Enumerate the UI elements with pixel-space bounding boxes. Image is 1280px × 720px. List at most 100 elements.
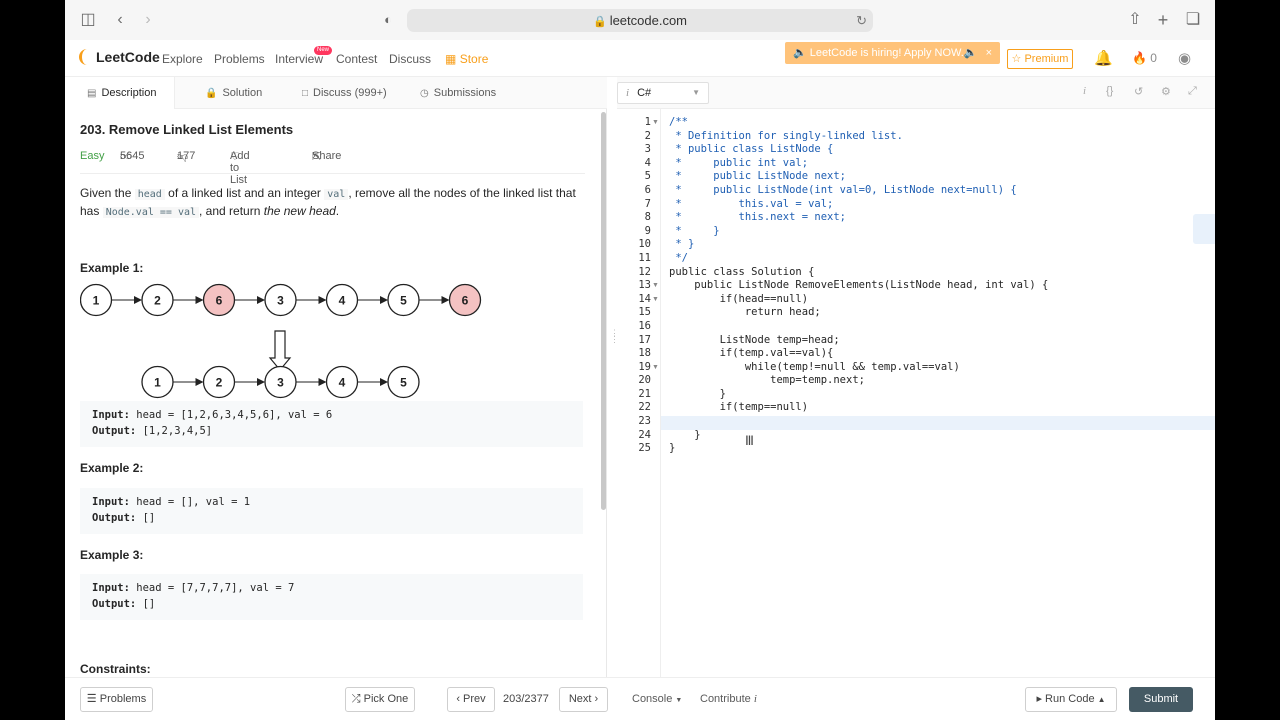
tab-label: Solution (222, 87, 263, 99)
nav-store[interactable]: ▦ Store (445, 52, 488, 66)
difficulty-badge: Easy (80, 150, 105, 162)
line-number: 16 (638, 319, 651, 332)
code-line: * this.val = val; (669, 197, 834, 210)
fold-icon[interactable]: ▼ (652, 363, 659, 371)
leetcode-logo[interactable]: LeetCode (79, 49, 160, 65)
format-braces-icon[interactable]: {} (1106, 85, 1114, 97)
nav-problems[interactable]: Problems (214, 52, 265, 66)
avatar-icon[interactable]: ◉ (1178, 50, 1192, 67)
chevron-down-icon: ▼ (675, 697, 683, 704)
fire-counter[interactable]: 🔥 0 (1132, 51, 1157, 65)
chevron-left-icon: ‹ (456, 693, 460, 705)
forward-icon[interactable]: › (145, 11, 151, 28)
info-icon: i (753, 693, 757, 705)
sidebar-toggle-icon[interactable]: ◫ (80, 11, 96, 28)
url-text: leetcode.com (609, 13, 688, 28)
thumbs-down-icon: 👎︎ (177, 151, 189, 163)
side-panel-tab[interactable] (1193, 214, 1215, 244)
code-line: /** (669, 116, 688, 128)
share-icon[interactable]: ⇧ (1128, 11, 1142, 28)
line-number: 5 (644, 170, 651, 183)
list-node-label: 1 (93, 294, 100, 308)
desc-text: Given the (80, 186, 132, 200)
premium-button[interactable]: ☆ Premium (1007, 49, 1073, 69)
fold-icon[interactable]: ▼ (652, 295, 659, 303)
problem-meta: Easy 👍︎ 5645 👎︎ 177 ♡ Add to List ⇱ Shar… (80, 150, 585, 186)
reload-icon[interactable]: ↻ (856, 13, 867, 28)
address-bar[interactable]: 🔒leetcode.com ↻ (407, 9, 873, 32)
console-toggle[interactable]: Console ▼ (632, 693, 682, 705)
input-label: Input: (92, 496, 130, 508)
lock-icon: 🔒 (205, 88, 218, 99)
line-number: 2 (644, 129, 651, 142)
submit-button[interactable]: Submit (1129, 687, 1193, 712)
code-line: if(temp==null) (669, 401, 809, 414)
nav-explore[interactable]: Explore (162, 52, 203, 66)
desc-text: , remove all the nodes of the linked lis… (80, 186, 576, 218)
list-node-label: 5 (400, 376, 407, 390)
store-icon: ▦ (445, 52, 457, 66)
panel-resize-handle[interactable]: ⋮⋮ (610, 328, 619, 344)
nav-discuss[interactable]: Discuss (389, 52, 432, 66)
nav-contest[interactable]: Contest (336, 52, 378, 66)
nav-interview[interactable]: Interview (275, 52, 324, 66)
hiring-banner[interactable]: 🔈 LeetCode is hiring! Apply NOW.🔈 × (785, 42, 1000, 64)
contribute-button[interactable]: Contribute i (700, 693, 757, 705)
close-icon[interactable]: × (985, 47, 992, 59)
add-to-list-label: Add to List (230, 150, 250, 186)
reset-icon[interactable]: ↺ (1134, 86, 1144, 98)
line-gutter (617, 109, 661, 677)
next-button[interactable]: Next › (559, 687, 608, 712)
description-scrollbar[interactable] (601, 112, 606, 510)
code-line: } (669, 442, 676, 455)
thumbs-up-icon: 👍︎ (120, 151, 132, 163)
fold-icon[interactable]: ▼ (652, 119, 659, 126)
bottom-bar: ☰ Problems ⤮ Pick One ‹ Prev 203/2377 Ne… (65, 677, 1215, 720)
code-line: return head; (669, 306, 821, 319)
info-icon[interactable]: i (1083, 85, 1087, 97)
list-node-label: 2 (154, 294, 161, 308)
hiring-text: 🔈 LeetCode is hiring! Apply NOW.🔈 (793, 47, 978, 59)
tab-submissions[interactable]: ◷Submissions (420, 77, 496, 109)
logo-text: LeetCode (96, 49, 160, 65)
new-tab-icon[interactable]: + (1157, 10, 1169, 30)
line-number: 3 (644, 143, 651, 156)
settings-icon[interactable]: ⚙ (1161, 86, 1171, 98)
line-number: 24 (638, 428, 651, 441)
code-editor[interactable]: /** * Definition for singly-linked list.… (669, 116, 1215, 456)
fullscreen-icon[interactable]: ⤢ (1188, 85, 1197, 97)
share-icon: ⇱ (312, 151, 322, 163)
tab-label: Submissions (433, 87, 497, 99)
bell-icon[interactable]: 🔔 (1094, 50, 1113, 67)
tab-description[interactable]: ▤Description (65, 77, 175, 109)
line-number: 8 (644, 211, 651, 224)
chevron-up-icon: ▲ (1097, 695, 1106, 704)
tab-solution[interactable]: 🔒 Solution (205, 77, 262, 109)
store-label: Store (459, 52, 489, 66)
output-label: Output: (92, 425, 137, 437)
code-line: public ListNode RemoveElements(ListNode … (669, 279, 1049, 292)
chevron-right-icon: › (594, 693, 599, 705)
share-label: Share (312, 150, 342, 162)
next-label: Next (568, 693, 592, 705)
tab-discuss[interactable]: □Discuss (999+) (302, 77, 387, 109)
pick-one-button[interactable]: ⤮ Pick One (345, 687, 415, 712)
problem-title: 203. Remove Linked List Elements (80, 122, 294, 137)
line-number: 7 (644, 197, 651, 210)
code-line: * public int val; (669, 156, 809, 169)
shield-icon[interactable]: ◐ (384, 12, 392, 27)
tab-overview-icon[interactable]: ❏ (1185, 11, 1201, 28)
fold-icon[interactable]: ▼ (652, 282, 659, 290)
page-indicator: 203/2377 (503, 693, 549, 705)
back-icon[interactable]: ‹ (117, 11, 123, 28)
prev-button[interactable]: ‹ Prev (447, 687, 495, 712)
list-node-label: 3 (277, 294, 284, 308)
fire-count: 0 (1150, 51, 1157, 65)
problems-button[interactable]: ☰ Problems (80, 687, 153, 712)
list-node-label: 5 (400, 294, 407, 308)
input-label: Input: (92, 409, 130, 421)
run-code-button[interactable]: ▸ Run Code ▲ (1025, 687, 1117, 712)
